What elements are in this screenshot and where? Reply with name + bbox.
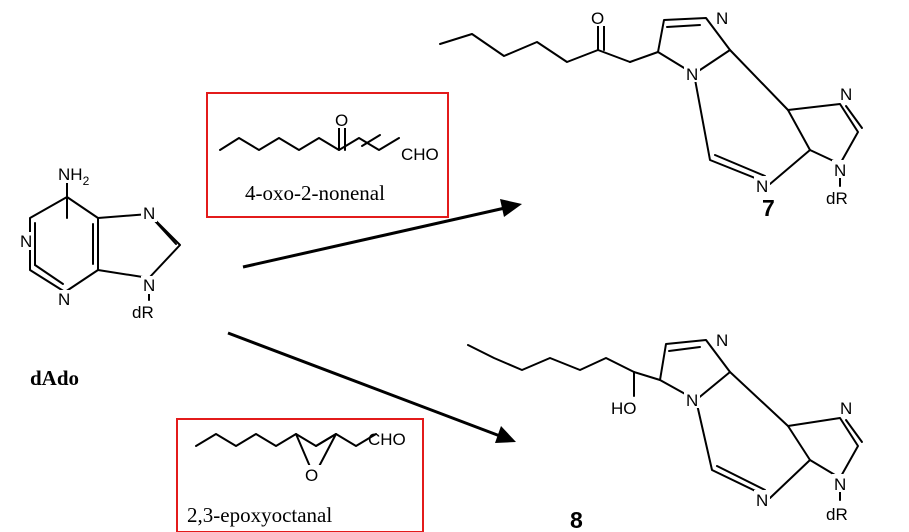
dado-label: dAdo: [30, 366, 79, 390]
dado-structure: NH2 N N N N dR: [19, 163, 181, 322]
arrow-to-8: [227, 331, 516, 443]
reagent-top-cho: CHO: [401, 145, 439, 164]
product-8-structure: HO N N N N N dR: [467, 330, 863, 524]
product-8-n-5a: N: [840, 399, 852, 418]
reagent-bottom-cho: CHO: [368, 430, 406, 449]
reagent-bottom-box: [176, 418, 424, 532]
reagent-top-structure: O CHO: [219, 110, 439, 164]
reagent-top-box: [206, 92, 449, 218]
product-7-n-bridge: N: [686, 65, 698, 84]
product-8-n-imid: N: [716, 331, 728, 350]
product-8-n-5b: N: [834, 475, 846, 494]
dado-n9-label: N: [143, 276, 155, 295]
product-7-ketone-o: O: [591, 9, 604, 28]
product-7-sugar: dR: [826, 189, 848, 208]
reagent-bottom-name: 2,3-epoxyoctanal: [187, 503, 332, 527]
compound-7-label: 7: [762, 195, 775, 221]
reagent-bottom-structure: O CHO: [195, 430, 406, 485]
product-8-sugar: dR: [826, 505, 848, 524]
product-7-n-5a: N: [840, 85, 852, 104]
reagent-top-oxo: O: [335, 111, 348, 130]
arrow-to-7: [242, 199, 522, 269]
dado-n3-label: N: [58, 290, 70, 309]
dado-n7-label: N: [143, 204, 155, 223]
dado-amino-label: NH2: [58, 165, 90, 188]
dado-sugar-label: dR: [132, 303, 154, 322]
product-8-n-bridge: N: [686, 391, 698, 410]
product-8-hydroxyl: HO: [611, 399, 637, 418]
reagent-bottom-epoxide-o: O: [305, 466, 318, 485]
product-7-n-pyr: N: [756, 177, 768, 196]
compound-8-label: 8: [570, 507, 583, 532]
product-7-structure: O N N N N N dR: [439, 8, 863, 208]
dado-n1-label: N: [20, 232, 32, 251]
product-7-n-5b: N: [834, 161, 846, 180]
reagent-top-name: 4-oxo-2-nonenal: [245, 181, 385, 205]
product-7-n-imid: N: [716, 9, 728, 28]
product-8-n-pyr: N: [756, 491, 768, 510]
